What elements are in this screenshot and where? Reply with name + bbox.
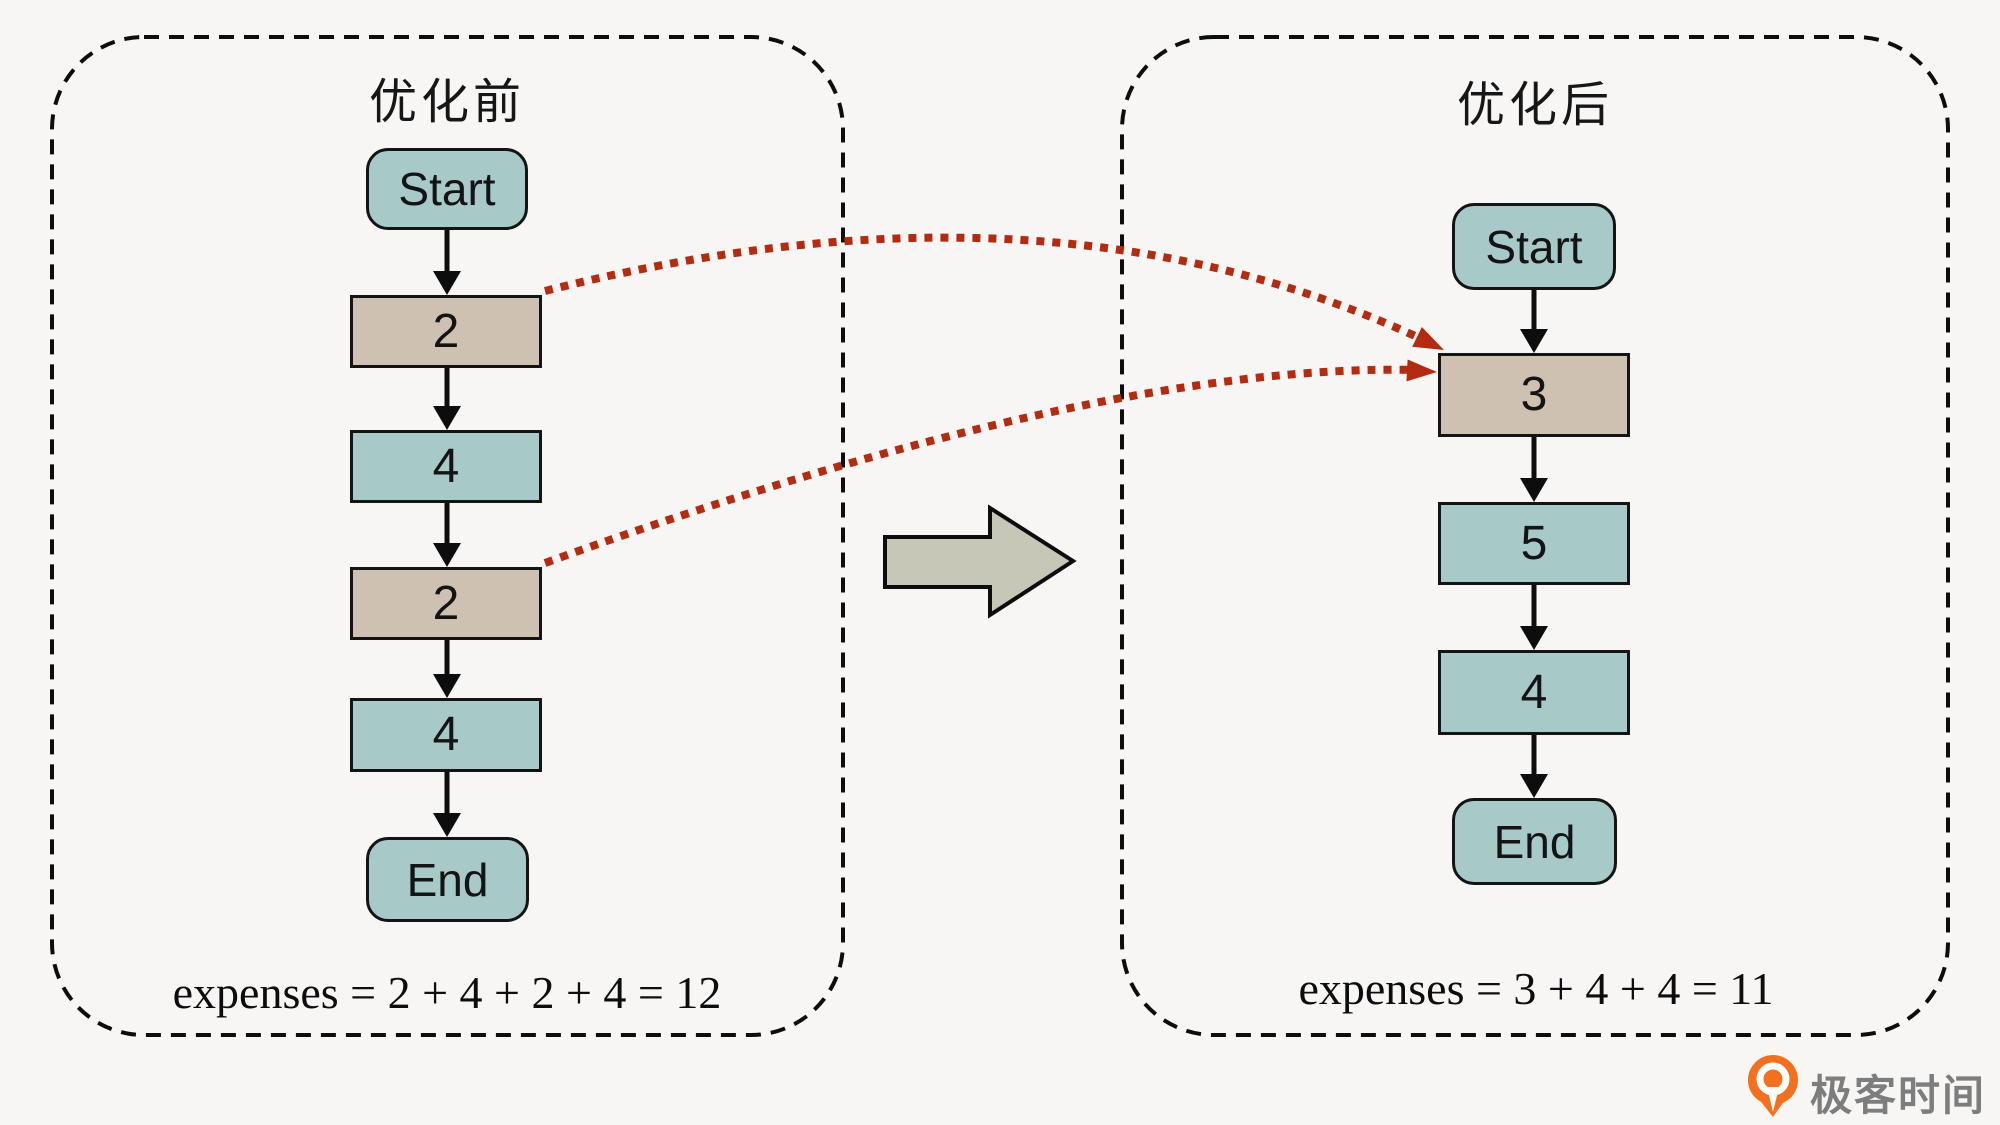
node-after-cost-4: 4 <box>1438 650 1630 735</box>
flow-arrows-before <box>433 230 461 837</box>
node-before-cost-2a: 2 <box>350 295 542 368</box>
node-before-cost-4a: 4 <box>350 430 542 503</box>
panel-title-before: 优化前 <box>368 76 525 129</box>
expense-text-after: expenses = 3 + 4 + 4 = 11 <box>1298 963 1774 1014</box>
panel-border-before <box>50 35 845 1037</box>
merge-arrow-bottom <box>543 365 1421 567</box>
node-before-cost-2b: 2 <box>350 567 542 640</box>
node-after-cost-3: 3 <box>1438 353 1630 437</box>
node-before-start: Start <box>366 148 528 230</box>
expense-text-before: expenses = 2 + 4 + 2 + 4 = 12 <box>172 967 722 1018</box>
flow-arrows-after <box>1520 290 1548 798</box>
merge-arrow-top <box>544 233 1430 346</box>
node-before-cost-4b: 4 <box>350 698 542 772</box>
merge-arrow-bottom-head <box>1406 359 1437 382</box>
merge-arrow-top-head <box>1412 326 1444 350</box>
node-before-end: End <box>366 837 529 922</box>
geektime-logo-text: 极客时间 <box>1810 1072 1987 1119</box>
merge-arrows <box>543 233 1444 567</box>
node-after-start: Start <box>1452 203 1616 290</box>
panel-title-after: 优化后 <box>1456 79 1613 132</box>
transform-arrow-icon <box>883 504 1077 619</box>
geektime-logo-icon <box>1748 1055 1798 1117</box>
panel-border-after <box>1120 35 1950 1037</box>
node-after-cost-5: 5 <box>1438 502 1630 585</box>
node-after-end: End <box>1452 798 1617 885</box>
